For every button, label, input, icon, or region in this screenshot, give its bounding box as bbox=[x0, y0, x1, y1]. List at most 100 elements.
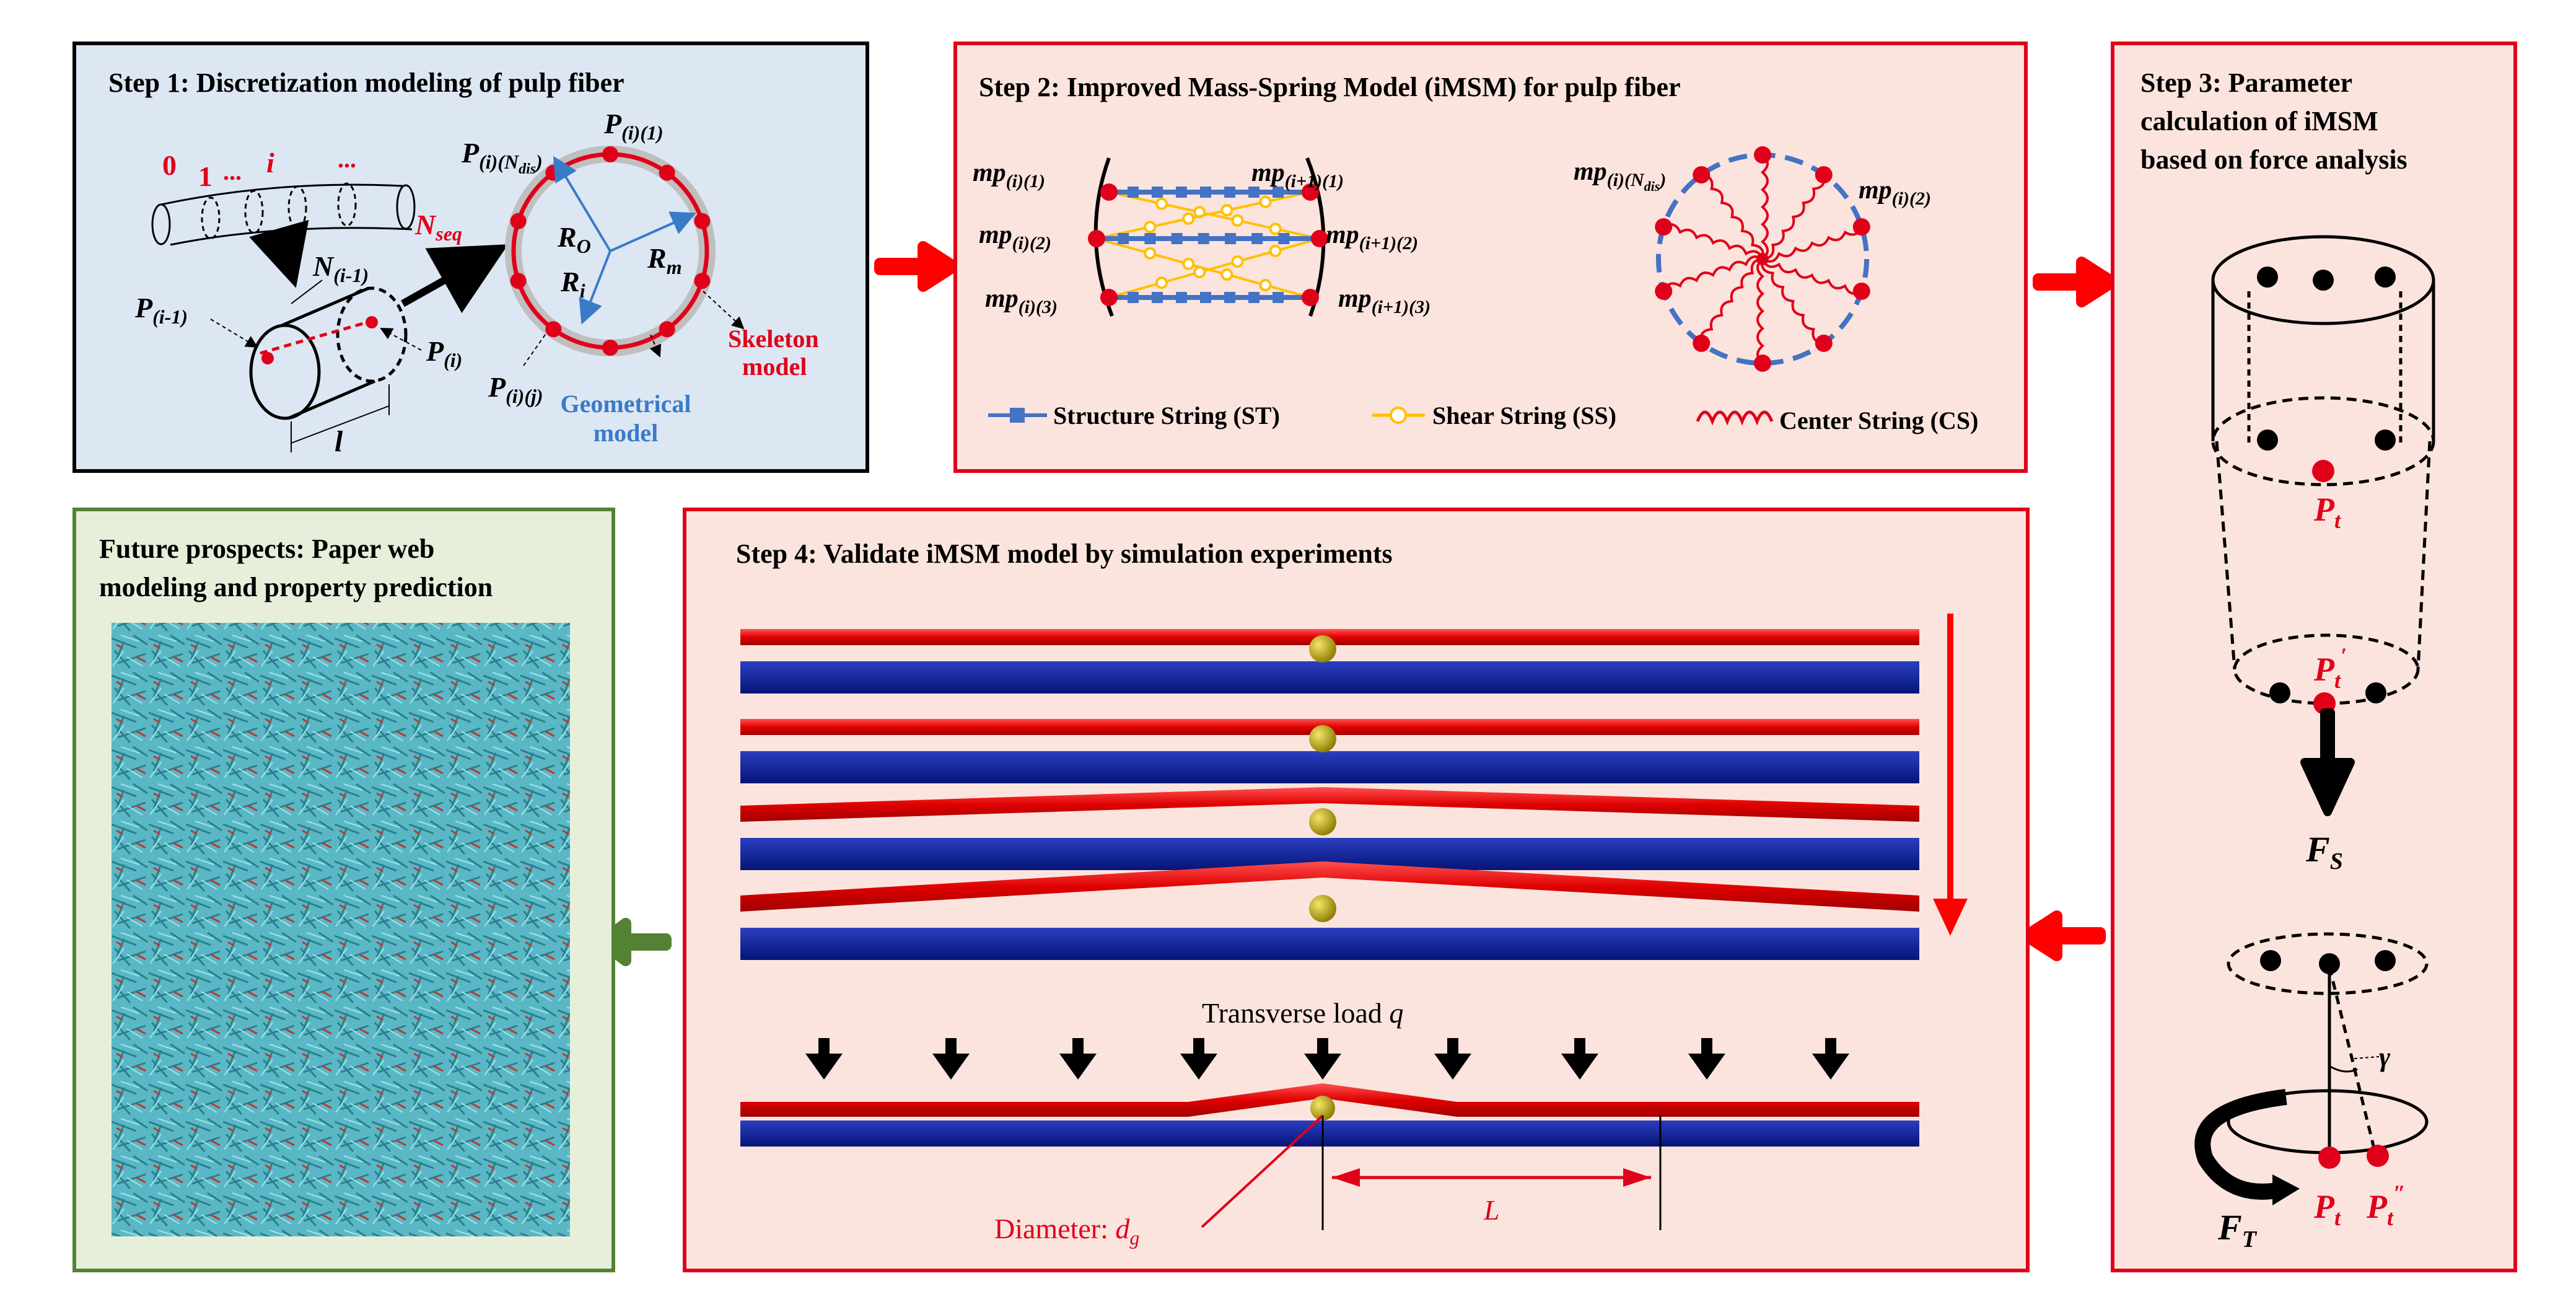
node-pt-double-prime bbox=[2367, 1145, 2389, 1167]
center-spring bbox=[1762, 174, 1826, 260]
skeleton-node bbox=[694, 213, 711, 229]
center-spring bbox=[1761, 226, 1863, 263]
center-spring bbox=[1699, 258, 1763, 344]
down-arrow bbox=[249, 219, 309, 288]
mass-point bbox=[1100, 183, 1118, 201]
length-label: L bbox=[1483, 1194, 1500, 1226]
shear-spring-joint bbox=[1193, 266, 1206, 279]
node-p-prev bbox=[261, 352, 274, 364]
load-arrow bbox=[1059, 1038, 1097, 1080]
load-label: Transverse load q bbox=[1202, 997, 1403, 1029]
gamma-arc bbox=[2329, 1065, 2358, 1073]
diameter-pointer bbox=[1201, 1114, 1324, 1228]
center-spring bbox=[1701, 174, 1764, 260]
legend-ss-text: Shear String (SS) bbox=[1432, 402, 1616, 429]
loaded-beam bbox=[740, 1083, 1919, 1147]
mp-ndis-label: mp(i)(Ndis) bbox=[1574, 157, 1666, 194]
mass-point bbox=[1655, 218, 1673, 236]
load-arrow bbox=[1561, 1038, 1598, 1080]
shear-spring bbox=[1096, 191, 1311, 240]
structure-spring-block bbox=[1200, 187, 1211, 198]
ro-label: RO bbox=[557, 221, 591, 257]
mass-point bbox=[1088, 230, 1105, 247]
legend-st-text: Structure String (ST) bbox=[1053, 402, 1280, 429]
ri-vector bbox=[579, 250, 611, 325]
length-arrow-right bbox=[1623, 1168, 1651, 1187]
structure-spring-block bbox=[1224, 292, 1235, 303]
shear-spring-joint bbox=[1220, 268, 1233, 281]
rm-vector bbox=[610, 211, 696, 252]
torque-arrow-head bbox=[2272, 1174, 2300, 1205]
load-arrow bbox=[1812, 1038, 1849, 1080]
ri-label: Ri bbox=[560, 266, 585, 302]
structure-spring-block bbox=[1128, 187, 1139, 198]
loaded-beam-red bbox=[740, 1083, 1919, 1117]
skeleton-node bbox=[602, 146, 618, 162]
skeleton-node bbox=[510, 273, 527, 289]
structure-spring-block bbox=[1251, 233, 1263, 244]
center-spring bbox=[1761, 258, 1862, 295]
legend-cs-text: Center String (CS) bbox=[1779, 407, 1978, 434]
structure-spring-block bbox=[1248, 292, 1260, 303]
radius-vectors bbox=[553, 156, 696, 325]
structure-spring-block bbox=[1152, 187, 1163, 198]
shear-spring-joint bbox=[1231, 214, 1244, 227]
segment-axis bbox=[260, 317, 379, 355]
mp-i1-label: mp(i)(1) bbox=[973, 159, 1045, 192]
mp-i2-right-label: mp(i)(2) bbox=[1859, 176, 1931, 209]
structure-spring-block bbox=[1176, 187, 1187, 198]
step3-panel: Step 3: Parameter calculation of iMSM ba… bbox=[2111, 42, 2517, 1272]
step1-frame bbox=[72, 42, 869, 473]
mp-i3-label: mp(i)(3) bbox=[985, 284, 1058, 317]
legend-ss-marker bbox=[1390, 407, 1407, 424]
seq-dots-2: ... bbox=[338, 145, 356, 173]
p-ij-label: P(i)(j) bbox=[488, 371, 543, 407]
mass-point bbox=[1754, 146, 1771, 164]
seq-dots-1: ... bbox=[223, 157, 242, 185]
p-i-label: P(i) bbox=[426, 335, 462, 371]
arrow-step2-step3 bbox=[2033, 257, 2118, 307]
step1-panel: Step 1: Discretization modeling of pulp … bbox=[72, 42, 869, 473]
pt-label: Pt bbox=[2313, 491, 2341, 533]
structure-spring-block bbox=[1273, 187, 1284, 198]
fiber-segment bbox=[249, 286, 408, 420]
skeleton-label-2: model bbox=[742, 353, 807, 381]
shear-spring-joint bbox=[1182, 212, 1195, 225]
cylinder-nodes bbox=[2257, 266, 2396, 703]
node-p-i bbox=[366, 316, 378, 328]
p-i-pointer bbox=[380, 328, 422, 351]
fiber-tube bbox=[151, 182, 416, 246]
legend-st-marker bbox=[1010, 408, 1025, 423]
center-spring bbox=[1756, 258, 1765, 364]
load-arrow bbox=[805, 1038, 843, 1080]
ft-label: FT bbox=[2217, 1207, 2258, 1253]
beam-red bbox=[740, 787, 1919, 822]
shear-spring-joint bbox=[1231, 255, 1244, 268]
step4-panel: Step 4: Validate iMSM model by simulatio… bbox=[683, 508, 2030, 1272]
future-panel: Future prospects: Paper web modeling and… bbox=[72, 508, 615, 1272]
shear-spring-joint bbox=[1155, 197, 1168, 210]
p-i1-label: P(i)(1) bbox=[603, 108, 664, 144]
torsion-nodes bbox=[2260, 950, 2396, 974]
future-title: Future prospects: Paper web modeling and… bbox=[99, 534, 493, 602]
contact-bead bbox=[1309, 635, 1336, 663]
step2-frame bbox=[953, 42, 2028, 473]
legend: Structure String (ST) Shear String (SS) … bbox=[988, 402, 1978, 434]
length-arrow-left bbox=[1332, 1168, 1360, 1187]
center-spring bbox=[1662, 255, 1764, 292]
gamma-pointer bbox=[2354, 1056, 2380, 1059]
structure-spring-block bbox=[1248, 187, 1260, 198]
mp-i2-label: mp(i)(2) bbox=[979, 221, 1051, 253]
skeleton-node bbox=[659, 164, 675, 181]
spring-schematic-section bbox=[1655, 146, 1870, 372]
center-spring bbox=[1663, 223, 1764, 260]
shear-spring bbox=[1108, 237, 1320, 299]
seq-label-i: i bbox=[266, 147, 274, 178]
structure-spring-block bbox=[1128, 292, 1139, 303]
mass-point bbox=[1693, 334, 1711, 352]
to-section-arrow bbox=[401, 244, 509, 314]
fs-arrow bbox=[2300, 708, 2355, 816]
shear-spring-joint bbox=[1269, 244, 1282, 257]
loaded-bead bbox=[1310, 1096, 1335, 1120]
skeleton-node bbox=[694, 273, 711, 289]
